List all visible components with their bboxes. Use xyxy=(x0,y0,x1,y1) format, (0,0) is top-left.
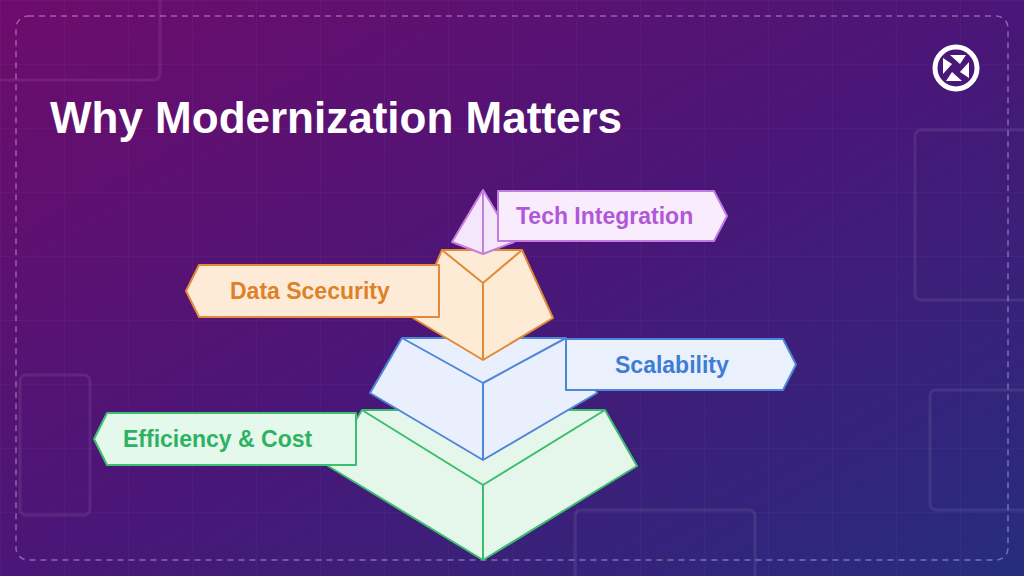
slide-title: Why Modernization Matters xyxy=(50,92,622,144)
tag-outline xyxy=(498,191,727,241)
tag-text: Data Scecurity xyxy=(230,277,390,305)
label-tag: Scalability xyxy=(565,338,797,391)
tag-text: Scalability xyxy=(615,351,729,379)
tag-outline xyxy=(566,339,796,390)
tag-outline xyxy=(94,413,356,465)
logo-icon xyxy=(935,47,977,89)
dashed-frame xyxy=(16,16,1008,560)
tag-outline xyxy=(186,265,439,317)
tag-text: Tech Integration xyxy=(516,202,693,230)
label-tag: Data Scecurity xyxy=(185,264,440,318)
label-tag: Efficiency & Cost xyxy=(93,412,357,466)
label-tag: Tech Integration xyxy=(497,190,728,242)
tag-text: Efficiency & Cost xyxy=(123,425,312,453)
